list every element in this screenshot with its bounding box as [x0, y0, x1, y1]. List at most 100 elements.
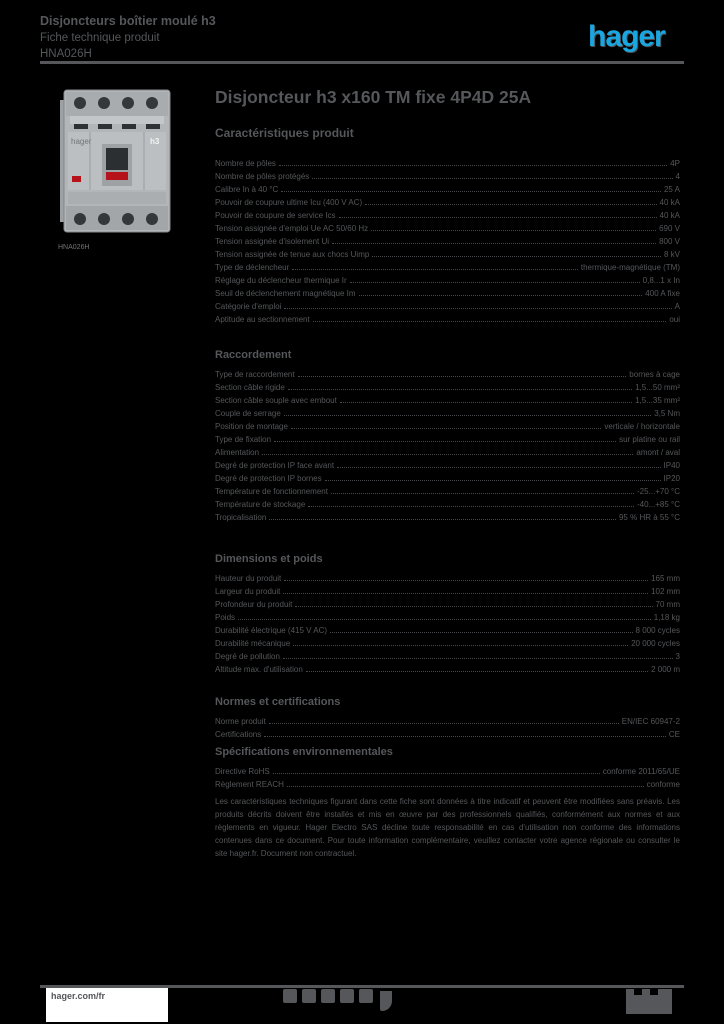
facebook-icon[interactable] — [283, 989, 297, 1003]
hager-logo: hager — [588, 20, 666, 53]
spec-label: Directive RoHS — [215, 767, 270, 776]
spec-value: 70 mm — [655, 600, 680, 609]
spec-label: Tropicalisation — [215, 513, 267, 522]
leader-dots — [372, 256, 661, 257]
spec-row: Type de raccordement bornes à cage — [215, 366, 680, 379]
spec-value: 2 000 m — [651, 665, 680, 674]
spec-value: conforme — [646, 780, 680, 789]
spec-label: Hauteur du produit — [215, 574, 282, 583]
spec-label: Couple de serrage — [215, 409, 281, 418]
leader-dots — [287, 389, 633, 390]
leader-dots — [264, 736, 666, 737]
spec-value: CE — [668, 730, 680, 739]
website-link[interactable]: hager.com/fr — [51, 991, 106, 1001]
spec-label: Type de raccordement — [215, 370, 295, 379]
svg-text:h3: h3 — [150, 137, 160, 146]
section-heading: Spécifications environnementales — [215, 746, 393, 758]
spec-label: Largeur du produit — [215, 587, 281, 596]
product-image-caption: HNA026H — [58, 244, 90, 251]
spec-row: Tension assignée d'emploi Ue AC 50/60 Hz… — [215, 220, 680, 233]
spec-label: Degré de pollution — [215, 652, 280, 661]
leader-dots — [262, 454, 634, 455]
spec-label: Réglage du déclencheur thermique Ir — [215, 276, 347, 285]
youtube-icon[interactable] — [321, 989, 335, 1003]
spec-value: 102 mm — [651, 587, 680, 596]
spec-label: Durabilité mécanique — [215, 639, 291, 648]
spec-value: 40 kA — [659, 198, 680, 207]
leader-dots — [330, 493, 634, 494]
leader-dots — [324, 480, 661, 481]
spec-value: amont / aval — [636, 448, 680, 457]
spec-label: Catégorie d'emploi — [215, 302, 282, 311]
qr-code — [626, 989, 672, 1014]
spec-value: 1,18 kg — [653, 613, 680, 622]
spec-row: Aptitude au sectionnement oui — [215, 311, 680, 324]
spec-label: Norme produit — [215, 717, 266, 726]
page-title: Disjoncteur h3 x160 TM fixe 4P4D 25A — [215, 87, 532, 107]
page-subtitle: Caractéristiques produit — [215, 126, 354, 140]
spec-label: Position de montage — [215, 422, 288, 431]
spec-value: 0,8...1 x In — [642, 276, 680, 285]
svg-text:hager: hager — [71, 137, 92, 146]
spec-value: 4P — [670, 159, 680, 168]
linkedin-icon[interactable] — [340, 989, 354, 1003]
spec-value: IP40 — [663, 461, 680, 470]
spec-row: Altitude max. d'utilisation 2 000 m — [215, 661, 680, 674]
spec-value: -40...+85 °C — [637, 500, 680, 509]
spec-label: Tension assignée d'emploi Ue AC 50/60 Hz — [215, 224, 369, 233]
spec-value: 4 — [675, 172, 680, 181]
instagram-icon[interactable] — [359, 989, 373, 1003]
spec-label: Alimentation — [215, 448, 260, 457]
twitter-icon[interactable] — [302, 989, 316, 1003]
header-reference: HNA026H — [40, 48, 92, 60]
spec-label: Température de stockage — [215, 500, 306, 509]
spec-value: bornes à cage — [629, 370, 680, 379]
social-icons — [283, 989, 392, 1011]
spec-row: Profondeur du produit 70 mm — [215, 596, 680, 609]
leader-dots — [283, 415, 652, 416]
signature-flourish — [380, 991, 392, 1011]
main-column: Disjoncteur h3 x160 TM fixe 4P4D 25A Car… — [215, 86, 680, 868]
spec-value: 95 % HR à 55 °C — [618, 513, 680, 522]
spec-row: Réglage du déclencheur thermique Ir 0,8..… — [215, 272, 680, 285]
spec-row: Nombre de pôles protégés 4 — [215, 168, 680, 181]
spec-label: Altitude max. d'utilisation — [215, 665, 303, 674]
spec-label: Profondeur du produit — [215, 600, 293, 609]
spec-value: 1,5...35 mm² — [635, 396, 680, 405]
spec-value: thermique-magnétique (TM) — [580, 263, 680, 272]
spec-row: Durabilité mécanique 20 000 cycles — [215, 635, 680, 648]
spec-row: Durabilité électrique (415 V AC)8 000 cy… — [215, 622, 680, 635]
section-heading: Raccordement — [215, 349, 292, 361]
leader-dots — [238, 619, 651, 620]
spec-value: 20 000 cycles — [631, 639, 680, 648]
spec-value: oui — [669, 315, 680, 324]
leader-dots — [284, 580, 649, 581]
header-rule — [40, 61, 684, 64]
spec-label: Température de fonctionnement — [215, 487, 328, 496]
spec-value: sur platine ou rail — [619, 435, 680, 444]
spec-label: Nombre de pôles protégés — [215, 172, 310, 181]
spec-label: Aptitude au sectionnement — [215, 315, 310, 324]
leader-dots — [358, 295, 643, 296]
spec-row: Largeur du produit 102 mm — [215, 583, 680, 596]
leader-dots — [308, 506, 634, 507]
leader-dots — [284, 308, 672, 309]
spec-row: Température de stockage -40...+85 °C — [215, 496, 680, 509]
leader-dots — [272, 773, 600, 774]
spec-value: 25 A — [663, 185, 680, 194]
spec-label: Pouvoir de coupure ultime Icu (400 V AC) — [215, 198, 363, 207]
